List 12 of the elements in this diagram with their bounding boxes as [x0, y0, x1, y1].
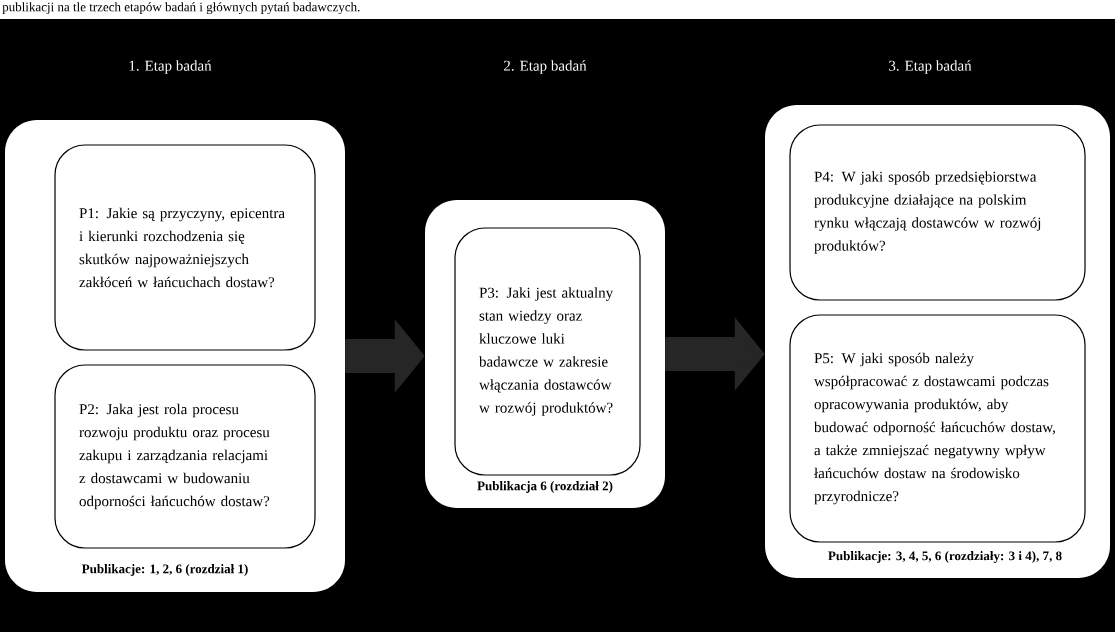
publication-note: Publikacja 6 (rozdział 2) [477, 481, 613, 493]
publication-note: Publikacje: 3, 4, 5, 6 (rozdziały: 3 i 4), 7, 8 [828, 551, 1062, 563]
question-box: P1: Jakie są przyczyny, epicentra i kierunki rozchodzenia się skutków najpoważniejszych zakłóceń w łańcuchach dostaw? [54, 144, 316, 351]
question-box: P2: Jaka jest rola procesu rozwoju produktu oraz procesu zakupu i zarządzania relacjami z dostawcami w budowaniu odporności łańcuchów dostaw? [54, 364, 316, 549]
stage-heading: 1. Etap badań [129, 60, 212, 74]
stage-heading: 2. Etap badań [504, 60, 587, 74]
question-box: P4: W jaki sposób przedsiębiorstwa produkcyjne działające na polskim rynku włączają dostawców w rozwój produktów? [789, 124, 1086, 301]
caption-text: publikacji na tle trzech etapów badań i głównych pytań badawczych. [2, 2, 360, 15]
question-box: P3: Jaki jest aktualny stan wiedzy oraz kluczowe luki badawcze w zakresie włączania dostawców w rozwój produktów? [454, 227, 641, 476]
publication-note: Publikacje: 1, 2, 6 (rozdział 1) [81, 564, 248, 576]
question-box: P5: W jaki sposób należy współpracować z dostawcami podczas opracowywania produktów, aby budować odporność łańcuchów dostaw, a także zmniejszać negatywny wpływ łańcuchów dostaw na środowisko przyrodnicze? [789, 314, 1086, 543]
stage-heading: 3. Etap badań [889, 60, 972, 74]
